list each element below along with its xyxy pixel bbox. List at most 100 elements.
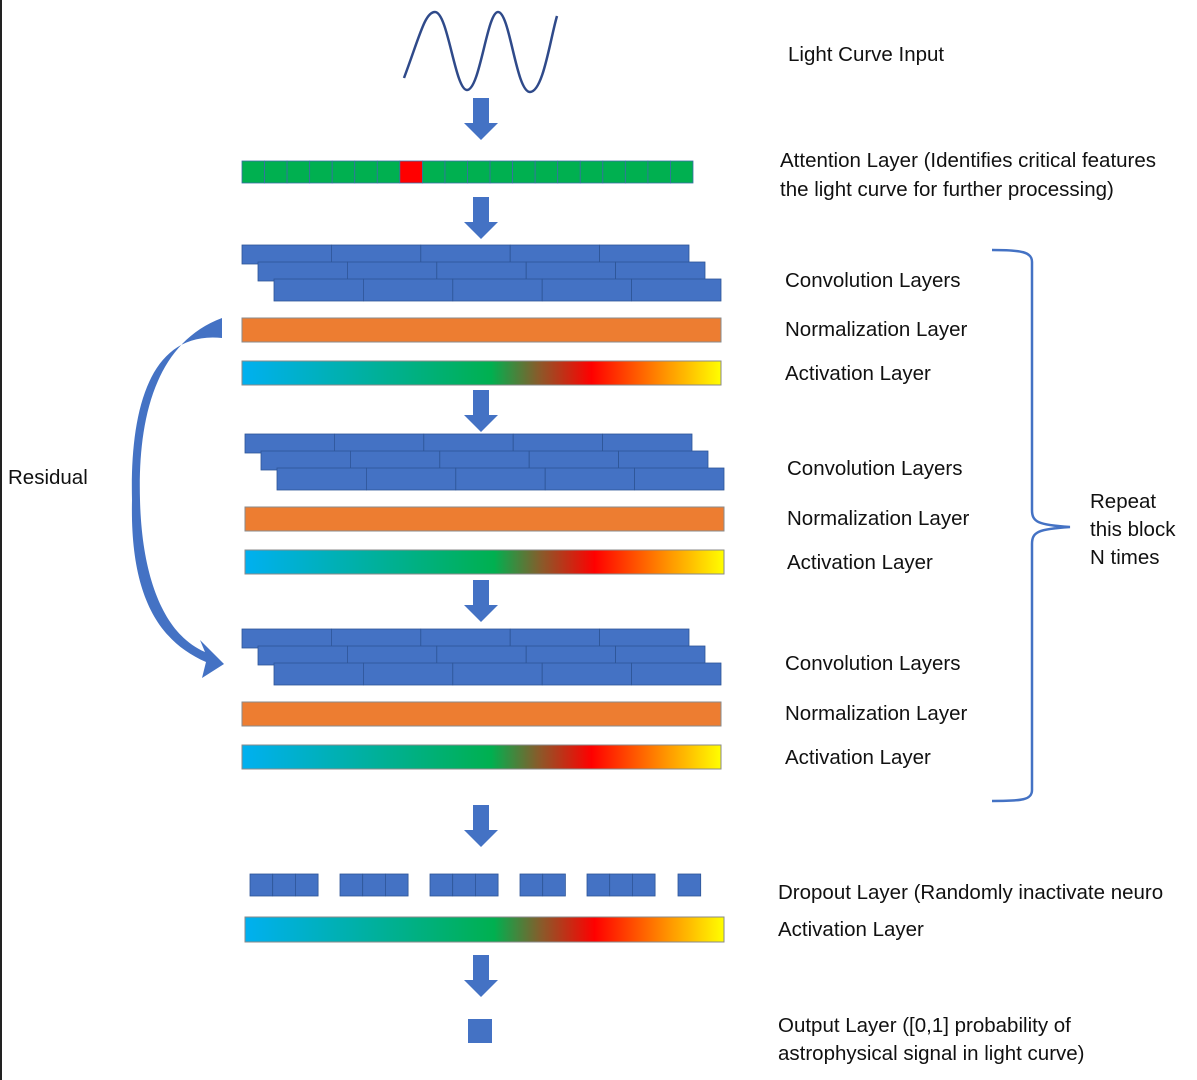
convolution-filter xyxy=(544,467,636,491)
down-arrow-icon xyxy=(464,390,498,432)
output-label-line2: astrophysical signal in light curve) xyxy=(778,1042,1085,1065)
down-arrow-icon xyxy=(464,197,498,239)
attention-cell xyxy=(489,160,513,184)
attention-cell xyxy=(467,160,491,184)
down-arrow-icon xyxy=(464,955,498,997)
block-3-norm-label: Normalization Layer xyxy=(785,702,968,725)
dropout-neuron xyxy=(586,873,611,897)
block-3-act-label: Activation Layer xyxy=(785,746,931,769)
dropout-neuron xyxy=(362,873,386,897)
convolution-filter xyxy=(349,450,441,471)
convolution-filter xyxy=(439,450,530,471)
final-activation-label: Activation Layer xyxy=(778,918,924,941)
normalization-bar xyxy=(244,506,725,532)
dropout-neuron xyxy=(542,873,566,897)
attention-cell xyxy=(286,160,311,184)
attention-cell xyxy=(264,160,288,184)
convolution-filter xyxy=(615,645,706,666)
attention-cell xyxy=(579,160,604,184)
normalization-bar xyxy=(241,701,722,727)
convolution-filter xyxy=(362,278,454,302)
repeat-label-line1: Repeat xyxy=(1090,490,1157,513)
convolution-filter xyxy=(362,662,454,686)
convolution-filter xyxy=(276,467,367,491)
down-arrow-icon xyxy=(464,805,498,847)
block-1-act-label: Activation Layer xyxy=(785,362,931,385)
convolution-filter xyxy=(615,261,706,282)
residual-label: Residual xyxy=(8,466,88,489)
attention-label-line1: Attention Layer (Identifies critical fea… xyxy=(780,149,1157,172)
activation-bar xyxy=(244,549,725,575)
residual-block-1 xyxy=(241,244,722,386)
residual-arrow xyxy=(131,318,224,678)
dropout-neuron xyxy=(429,873,454,897)
dropout-neuron xyxy=(474,873,499,897)
attention-cell xyxy=(376,160,401,184)
attention-cell xyxy=(534,160,559,184)
repeat-label-line2: this block xyxy=(1090,518,1176,541)
block-1-conv-label: Convolution Layers xyxy=(785,269,961,292)
output-label-line1: Output Layer ([0,1] probability of xyxy=(778,1014,1071,1037)
convolution-filter xyxy=(541,662,633,686)
convolution-filter xyxy=(273,662,364,686)
block-2-conv-label: Convolution Layers xyxy=(787,457,963,480)
convolution-filter xyxy=(509,628,601,649)
convolution-filter xyxy=(528,450,620,471)
convolution-filter xyxy=(512,433,604,454)
convolution-filter xyxy=(420,628,511,649)
attention-cell xyxy=(602,160,626,184)
convolution-filter xyxy=(618,450,709,471)
convolution-filter xyxy=(420,244,511,265)
convolution-filter xyxy=(452,662,543,686)
dropout-neuron xyxy=(632,873,656,897)
down-arrow-icon xyxy=(464,580,498,622)
dropout-neuron xyxy=(294,873,319,897)
convolution-filter xyxy=(436,261,527,282)
attention-cell xyxy=(557,160,581,184)
convolution-filter xyxy=(333,433,425,454)
dropout-neuron xyxy=(339,873,364,897)
output-node xyxy=(468,1019,492,1043)
block-2-act-label: Activation Layer xyxy=(787,551,933,574)
dropout-neuron xyxy=(519,873,544,897)
convolution-filter xyxy=(631,662,722,686)
attention-cell xyxy=(670,160,694,184)
convolution-filter xyxy=(257,645,348,666)
attention-cell xyxy=(624,160,649,184)
convolution-filter xyxy=(541,278,633,302)
attention-cell xyxy=(444,160,468,184)
block-3-conv-label: Convolution Layers xyxy=(785,652,961,675)
convolution-filter xyxy=(241,628,332,649)
convolution-filter xyxy=(452,278,543,302)
convolution-filter xyxy=(634,467,725,491)
left-border xyxy=(0,0,2,1080)
attention-cell xyxy=(421,160,446,184)
convolution-filter xyxy=(509,244,601,265)
attention-cell xyxy=(647,160,671,184)
repeat-label-line3: N times xyxy=(1090,546,1160,569)
convolution-filter xyxy=(260,450,351,471)
dropout-neuron xyxy=(384,873,409,897)
dropout-neuron xyxy=(677,873,702,897)
residual-block-3 xyxy=(241,628,722,770)
convolution-filter xyxy=(436,645,527,666)
convolution-filter xyxy=(423,433,514,454)
convolution-filter xyxy=(330,628,422,649)
convolution-filter xyxy=(273,278,364,302)
sine-wave-icon xyxy=(402,10,559,94)
convolution-filter xyxy=(346,261,438,282)
dropout-neuron xyxy=(452,873,476,897)
attention-cell xyxy=(354,160,378,184)
dropout-neuron xyxy=(609,873,633,897)
convolution-filter xyxy=(602,433,693,454)
convolution-filter xyxy=(244,433,335,454)
attention-cell xyxy=(241,160,265,184)
final-activation-bar xyxy=(244,916,725,943)
convolution-filter xyxy=(525,645,617,666)
convolution-filter xyxy=(599,628,690,649)
dropout-neuron xyxy=(249,873,274,897)
convolution-filter xyxy=(257,261,348,282)
activation-bar xyxy=(241,360,722,386)
attention-label-line2: the light curve for further processing) xyxy=(780,178,1114,201)
